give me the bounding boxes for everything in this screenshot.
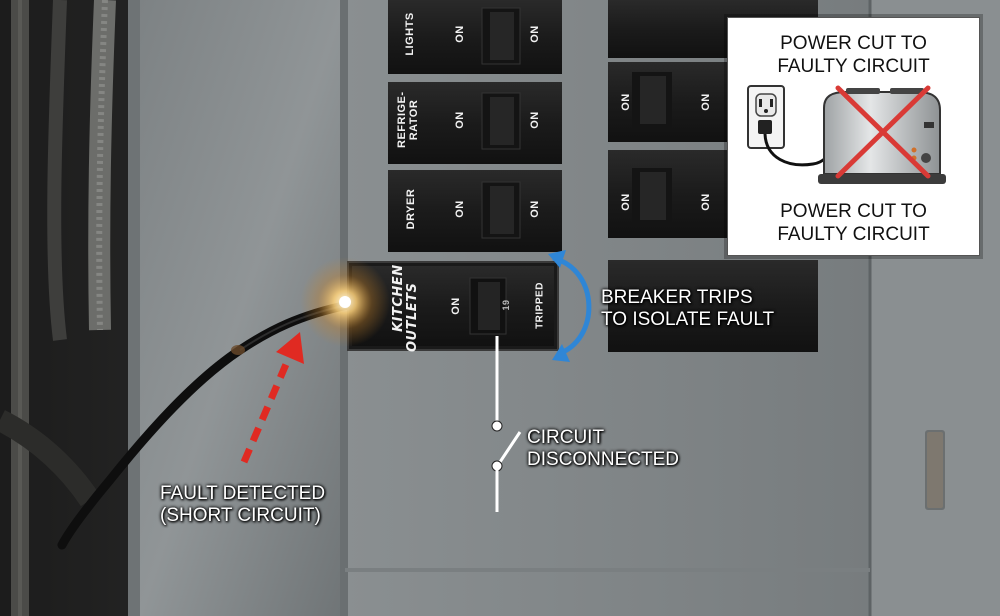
- circuit-disconnected-line1: CIRCUIT: [527, 427, 605, 448]
- breaker-amp-label: 19: [501, 299, 511, 311]
- fault-detected-line2: (SHORT CIRCUIT): [160, 505, 321, 526]
- toaster-unplugged-illustration: [747, 85, 946, 184]
- inset-bottom-text: POWER CUT TO FAULTY CIRCUIT: [728, 200, 979, 246]
- breaker-label-refrigerator: REFRIGE- RATOR: [396, 91, 420, 148]
- breaker-trips-callout: BREAKER TRIPS TO ISOLATE FAULT: [601, 287, 774, 331]
- breaker-on-label: ON: [454, 111, 466, 129]
- breaker-on-label: ON: [529, 200, 541, 218]
- inset-bottom-line1: POWER CUT TO: [780, 201, 927, 222]
- breaker-on-label: ON: [700, 93, 712, 111]
- inset-top-text: POWER CUT TO FAULTY CIRCUIT: [728, 32, 979, 78]
- breaker-tripped-label: TRIPPED: [534, 282, 546, 329]
- inset-top-line2: FAULTY CIRCUIT: [777, 56, 930, 77]
- breaker-on-label: ON: [620, 93, 632, 111]
- breaker-trips-line1: BREAKER TRIPS: [601, 287, 753, 308]
- breaker-trips-line2: TO ISOLATE FAULT: [601, 309, 775, 330]
- breaker-on-label: ON: [454, 25, 466, 43]
- inset-top-line1: POWER CUT TO: [780, 33, 927, 54]
- circuit-disconnected-line2: DISCONNECTED: [527, 449, 680, 470]
- breaker-label-refrigerator-line1: REFRIGE-: [396, 91, 408, 148]
- breaker-on-label: ON: [529, 111, 541, 129]
- breaker-on-label: ON: [529, 25, 541, 43]
- inset-bottom-line2: FAULTY CIRCUIT: [777, 224, 930, 245]
- breaker-label-kitchen-outlets: KITCHEN OUTLETS: [378, 264, 434, 352]
- breaker-label-kitchen-line2: OUTLETS: [405, 282, 420, 352]
- breaker-on-label-kitchen: ON: [450, 297, 462, 315]
- circuit-disconnected-callout: CIRCUIT DISCONNECTED: [527, 427, 679, 471]
- fault-detected-callout: FAULT DETECTED (SHORT CIRCUIT): [160, 483, 325, 527]
- red-cross-icon: [835, 85, 931, 179]
- power-cut-inset: POWER CUT TO FAULTY CIRCUIT: [727, 17, 980, 256]
- breaker-label-kitchen-line1: KITCHEN: [391, 264, 406, 332]
- breaker-on-label: ON: [700, 193, 712, 211]
- breaker-on-label: ON: [454, 200, 466, 218]
- breaker-label-dryer: DRYER: [405, 188, 417, 230]
- fault-detected-line1: FAULT DETECTED: [160, 483, 326, 504]
- breaker-label-lights: LIGHTS: [404, 12, 416, 56]
- breaker-label-refrigerator-line2: RATOR: [408, 99, 420, 141]
- plug-icon: [758, 120, 772, 134]
- breaker-on-label: ON: [620, 193, 632, 211]
